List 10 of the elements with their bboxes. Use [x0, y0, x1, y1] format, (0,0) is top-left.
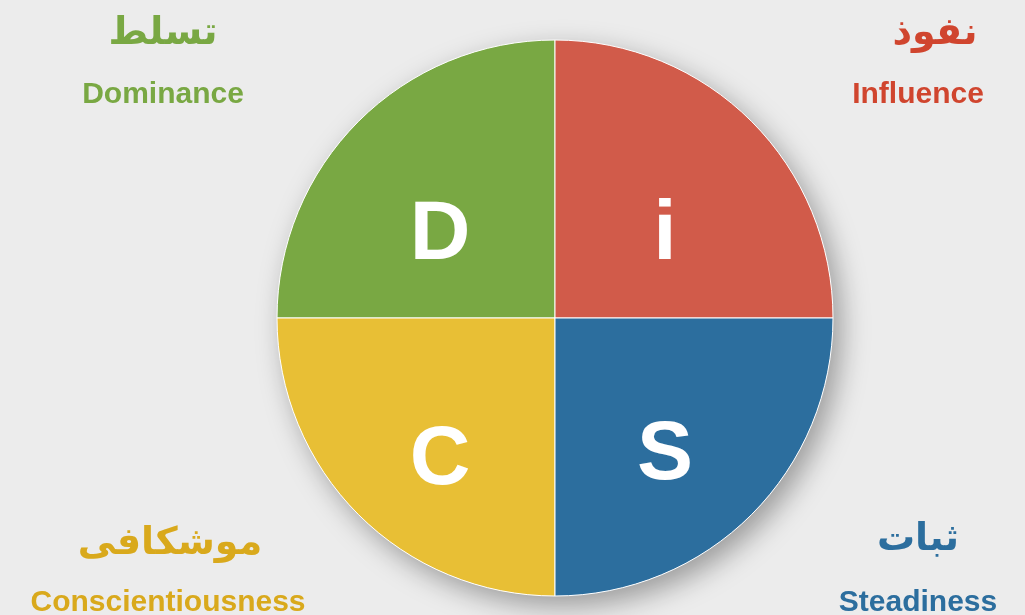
english-label: Dominance [82, 78, 244, 108]
persian-label: تسلط [108, 12, 218, 50]
persian-label: ثبات [876, 518, 960, 556]
english-label: Conscientiousness [30, 586, 306, 615]
english-label: Influence [852, 78, 984, 108]
quadrant-letter: C [409, 413, 471, 497]
quadrant-letter: D [409, 188, 471, 272]
english-label: Steadiness [838, 586, 998, 615]
quadrant-letter: i [653, 188, 677, 272]
quadrant-letter: S [637, 408, 693, 492]
